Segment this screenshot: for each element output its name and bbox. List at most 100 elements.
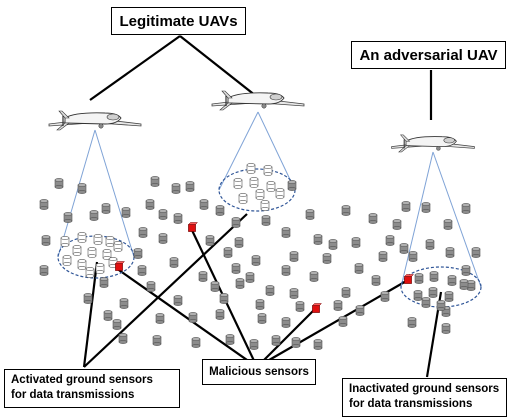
sensor-icon <box>351 237 361 248</box>
sensor-icon <box>266 181 276 192</box>
connector-line <box>256 307 317 368</box>
connector-line <box>115 267 258 368</box>
inactivated-sensors-text-line2: for data transmissions <box>349 398 473 410</box>
sensor-icon <box>287 180 297 191</box>
sensor-icon <box>445 247 455 258</box>
sensor-icon <box>275 188 285 199</box>
sensor-icon <box>291 337 301 348</box>
sensor-icon <box>471 247 481 258</box>
sensor-icon <box>72 245 82 256</box>
sensor-icon <box>443 219 453 230</box>
sensor-icon <box>113 241 123 252</box>
beam-edge <box>218 111 259 191</box>
coverage-ellipse <box>400 266 482 308</box>
sensor-icon <box>119 298 129 309</box>
sensor-icon <box>354 263 364 274</box>
sensor-icon <box>223 247 233 258</box>
connector-line <box>89 35 181 101</box>
sensor-icon <box>333 300 343 311</box>
sensor-icon <box>401 201 411 212</box>
malicious-sensor-icon <box>311 303 323 313</box>
sensor-icon <box>99 277 109 288</box>
sensor-icon <box>425 239 435 250</box>
connector-line <box>179 35 257 97</box>
sensor-icon <box>95 263 105 274</box>
malicious-sensors-text: Malicious sensors <box>209 365 309 378</box>
sensor-icon <box>371 275 381 286</box>
sensor-icon <box>461 203 471 214</box>
sensor-icon <box>421 297 431 308</box>
sensor-icon <box>421 202 431 213</box>
sensor-icon <box>328 239 338 250</box>
sensor-icon <box>219 293 229 304</box>
sensor-icon <box>41 235 51 246</box>
drone-icon <box>391 134 475 153</box>
sensor-icon <box>215 205 225 216</box>
sensor-icon <box>309 271 319 282</box>
sensor-icon <box>441 323 451 334</box>
sensor-icon <box>63 212 73 223</box>
sensor-icon <box>444 291 454 302</box>
sensor-icon <box>271 335 281 346</box>
sensor-icon <box>231 263 241 274</box>
sensor-icon <box>158 209 168 220</box>
sensor-icon <box>54 178 64 189</box>
sensor-icon <box>408 251 418 262</box>
sensor-icon <box>466 280 476 291</box>
sensor-icon <box>322 253 332 264</box>
sensor-icon <box>260 200 270 211</box>
inactivated-sensors-label: Inactivated ground sensors for data tran… <box>342 378 507 417</box>
sensor-icon <box>378 251 388 262</box>
sensor-icon <box>89 210 99 221</box>
sensor-icon <box>150 176 160 187</box>
sensor-icon <box>199 199 209 210</box>
sensor-icon <box>138 227 148 238</box>
sensor-icon <box>137 265 147 276</box>
drone-icon <box>48 110 142 131</box>
activated-sensors-text-line1: Activated ground sensors <box>11 374 153 386</box>
malicious-sensor-icon <box>114 261 126 271</box>
sensor-icon <box>289 288 299 299</box>
sensor-icon <box>429 271 439 282</box>
sensor-icon <box>155 313 165 324</box>
sensor-icon <box>62 255 72 266</box>
sensor-icon <box>265 285 275 296</box>
sensor-icon <box>231 217 241 228</box>
sensor-icon <box>205 235 215 246</box>
sensor-icon <box>77 183 87 194</box>
sensor-icon <box>215 309 225 320</box>
uav-group <box>48 90 475 153</box>
sensor-icon <box>39 265 49 276</box>
sensor-icon <box>399 243 409 254</box>
sensor-icon <box>368 213 378 224</box>
activated-sensors-text-line2: for data transmissions <box>11 389 135 401</box>
sensor-icon <box>145 199 155 210</box>
connector-line <box>83 213 248 368</box>
sensor-icon <box>118 333 128 344</box>
sensor-icon <box>245 272 255 283</box>
sensor-icon <box>251 255 261 266</box>
sensor-icon <box>77 259 87 270</box>
sensor-icon <box>234 237 244 248</box>
sensor-icon <box>225 334 235 345</box>
adversarial-uav-text: An adversarial UAV <box>359 46 498 64</box>
sensor-icon <box>249 177 259 188</box>
sensor-icon <box>146 281 156 292</box>
legitimate-uavs-text: Legitimate UAVs <box>119 12 238 30</box>
sensor-icon <box>392 219 402 230</box>
sensor-icon <box>255 299 265 310</box>
sensor-icon <box>355 305 365 316</box>
sensor-icon <box>171 183 181 194</box>
beam-edge <box>94 129 135 258</box>
sensor-icon <box>103 310 113 321</box>
sensor-icon <box>133 248 143 259</box>
beam-edge <box>57 129 96 258</box>
malicious-sensor-icon <box>403 274 415 284</box>
sensor-icon <box>436 300 446 311</box>
sensor-icon <box>338 316 348 327</box>
inactivated-sensors-text-line1: Inactivated ground sensors <box>349 383 500 395</box>
sensor-icon <box>341 287 351 298</box>
sensor-icon <box>313 234 323 245</box>
sensor-icon <box>461 265 471 276</box>
sensor-icon <box>105 236 115 247</box>
